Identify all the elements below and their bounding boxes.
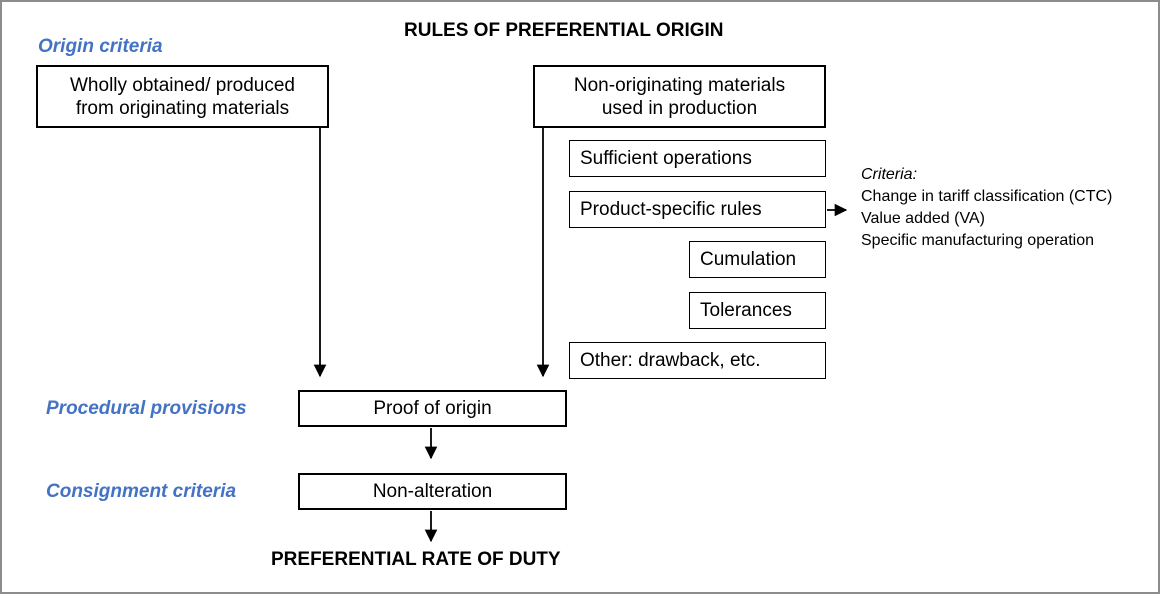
section-procedural-provisions: Procedural provisions	[46, 398, 247, 419]
criteria-item-ctc: Change in tariff classification (CTC)	[861, 188, 1113, 205]
box-wholly-obtained-line2: from originating materials	[75, 97, 290, 119]
criteria-heading: Criteria:	[861, 166, 918, 183]
criteria-item-smo: Specific manufacturing operation	[861, 232, 1095, 249]
box-tolerances: Tolerances	[689, 292, 826, 329]
box-non-originating-line2: used in production	[601, 97, 758, 119]
box-non-originating-materials: Non-originating materials used in produc…	[533, 65, 826, 128]
criteria-item-va: Value added (VA)	[861, 210, 985, 227]
section-origin-criteria: Origin criteria	[38, 36, 163, 57]
box-non-originating-line1: Non-originating materials	[573, 74, 786, 96]
box-sufficient-operations: Sufficient operations	[569, 140, 826, 177]
box-wholly-obtained: Wholly obtained/ produced from originati…	[36, 65, 329, 128]
box-non-alteration: Non-alteration	[298, 473, 567, 510]
section-consignment-criteria: Consignment criteria	[46, 481, 237, 502]
box-cumulation: Cumulation	[689, 241, 826, 278]
box-product-specific-rules: Product-specific rules	[569, 191, 826, 228]
footer-preferential-rate: PREFERENTIAL RATE OF DUTY	[271, 549, 561, 570]
box-other-drawback: Other: drawback, etc.	[569, 342, 826, 379]
criteria-list: Criteria: Change in tariff classificatio…	[861, 164, 1112, 252]
diagram-title: RULES OF PREFERENTIAL ORIGIN	[404, 20, 724, 41]
box-proof-of-origin: Proof of origin	[298, 390, 567, 427]
box-wholly-obtained-line1: Wholly obtained/ produced	[70, 74, 295, 96]
